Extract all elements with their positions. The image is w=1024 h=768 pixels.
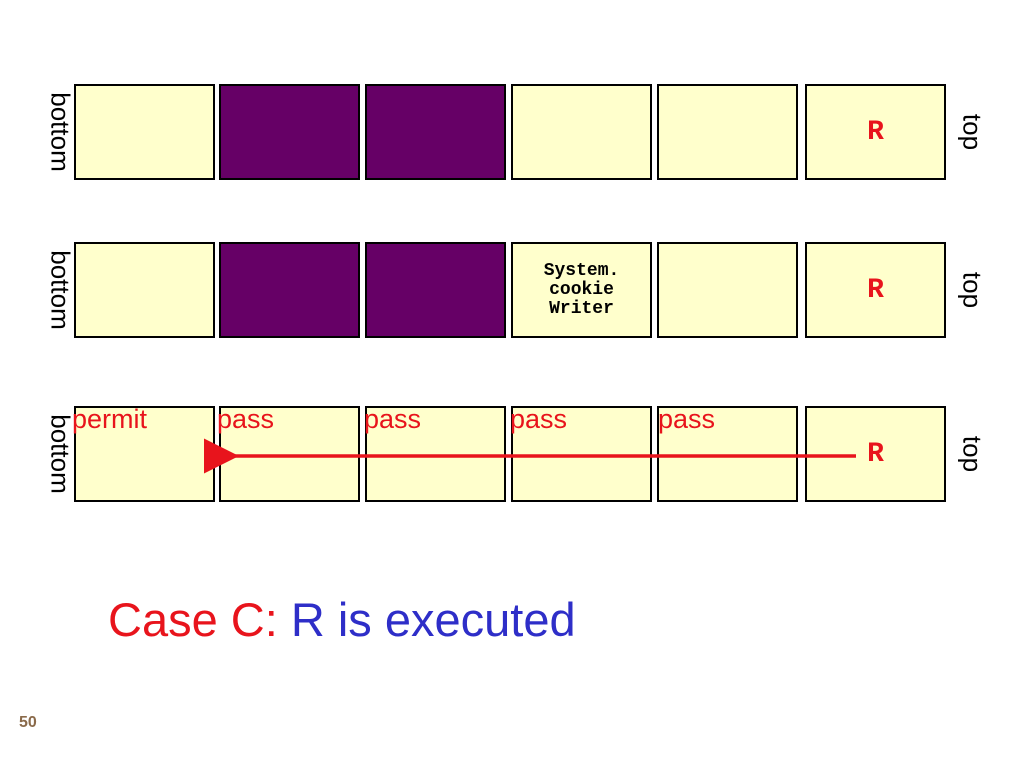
caption-rest: R is executed — [290, 593, 576, 646]
stack-2-frame-5 — [657, 242, 798, 338]
stack-2-frame-3 — [365, 242, 506, 338]
frame-method-label: System. cookie Writer — [543, 260, 620, 319]
stack-1-frame-6: R — [805, 84, 946, 180]
pass-annotation: pass — [364, 404, 422, 434]
pass-annotation: pass — [658, 404, 716, 434]
stack-2-frame-2 — [219, 242, 360, 338]
stack-1-frame-1 — [74, 84, 215, 180]
stack-1-frame-4 — [511, 84, 652, 180]
pass-annotation: pass — [217, 404, 275, 434]
restricted-code-label: R — [867, 274, 884, 306]
stack-2-frame-4: System. cookie Writer — [511, 242, 652, 338]
stack-3-frame-3 — [365, 406, 506, 502]
stack-2-frame-6: R — [805, 242, 946, 338]
stack-1-frame-3 — [365, 84, 506, 180]
stack-3-frame-1 — [74, 406, 215, 502]
stack-2-frame-1 — [74, 242, 215, 338]
stack-1-frame-5 — [657, 84, 798, 180]
stack-3-frame-5 — [657, 406, 798, 502]
restricted-code-label: R — [867, 438, 884, 470]
permit-annotation: permit — [72, 404, 148, 434]
restricted-code-label: R — [867, 116, 884, 148]
stack-3-frame-6: R — [805, 406, 946, 502]
pass-annotation: pass — [510, 404, 568, 434]
page-number: 50 — [19, 714, 37, 731]
caption-lead: Case C: — [108, 593, 278, 646]
slide-caption: Case C: R is executed — [108, 592, 576, 648]
stack-3-frame-2 — [219, 406, 360, 502]
stack-3-frame-4 — [511, 406, 652, 502]
stack-1-frame-2 — [219, 84, 360, 180]
